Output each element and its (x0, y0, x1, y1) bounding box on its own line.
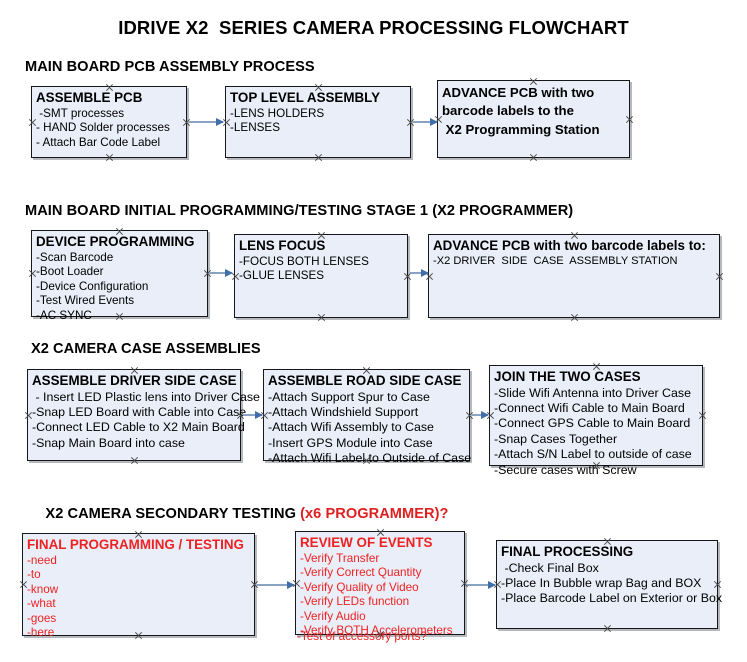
connector-handle-bottom[interactable] (317, 313, 326, 322)
arrow-lens-focus-to-advance-pcb-driver-side (410, 268, 429, 277)
node-title: JOIN THE TWO CASES (494, 369, 641, 384)
node-review-of-events[interactable]: REVIEW OF EVENTS -Verify Transfer -Verif… (295, 531, 465, 637)
node-title: ASSEMBLE DRIVER SIDE CASE (32, 373, 237, 388)
page-title: IDRIVE X2 SERIES CAMERA PROCESSING FLOWC… (118, 17, 629, 38)
node-line: -Verify Transfer (300, 551, 380, 565)
node-line: -GLUE LENSES (239, 269, 325, 283)
node-line: - Insert LED Plastic lens into Driver Ca… (32, 389, 260, 404)
node-line: -Verify BOTH Accelerometers (300, 624, 453, 638)
node-line: -SMT processes (36, 106, 125, 120)
node-final-processing[interactable]: FINAL PROCESSING -Check Final Box -Place… (496, 540, 723, 629)
node-line: -Verify Audio (300, 609, 366, 623)
node-title: barcode labels to the (442, 103, 574, 119)
connector-handle-bottom[interactable] (529, 153, 538, 162)
node-line: -here (27, 626, 55, 640)
arrow-assemble-pcb-to-top-level-assembly (189, 117, 224, 126)
connector-handle-bottom[interactable] (603, 624, 612, 633)
node-line: - Attach Bar Code Label (36, 135, 161, 149)
node-line: -Place Barcode Label on Exterior or Box (501, 591, 723, 606)
node-line: -goes (27, 611, 57, 625)
section-title-x2-camera-case-assemblies: X2 CAMERA CASE ASSEMBLIES (31, 341, 261, 357)
node-advance-pcb-programming-station[interactable]: ADVANCE PCB with two barcode labels to t… (437, 80, 630, 158)
section-title-text: X2 CAMERA SECONDARY TESTING (45, 506, 301, 522)
node-line: -Attach Wifi Assembly to Case (268, 420, 434, 435)
node-line: -Verify LEDs function (300, 595, 410, 609)
node-line: -to (27, 568, 41, 582)
node-line: -what (27, 597, 56, 611)
section-title-x2-camera-secondary-testing: X2 CAMERA SECONDARY TESTING (x6 PROGRAMM… (29, 490, 448, 538)
node-line: -Snap LED Board with Cable into Case (32, 404, 247, 419)
node-line: -know (27, 582, 59, 596)
node-title: LENS FOCUS (239, 238, 326, 253)
node-title: ADVANCE PCB with two (442, 85, 595, 100)
arrow-top-level-assembly-to-advance-pcb (413, 117, 438, 126)
node-line: -Check Final Box (501, 560, 599, 575)
node-line: -Test Wired Events (36, 294, 135, 308)
node-title: FINAL PROCESSING (501, 544, 634, 559)
node-top-level-assembly[interactable]: TOP LEVEL ASSEMBLY -LENS HOLDERS -LENSES (225, 86, 411, 158)
node-line: -Attach Windshield Support (268, 404, 419, 419)
node-title: ADVANCE PCB with two barcode labels to: (433, 238, 706, 253)
connector-handle-bottom[interactable] (130, 456, 139, 465)
node-line: -Scan Barcode (36, 250, 114, 264)
node-line: -LENS HOLDERS (230, 106, 325, 120)
section-title-main-board-initial-programming: MAIN BOARD INITIAL PROGRAMMING/TESTING S… (25, 203, 574, 219)
arrow-review-of-events-to-final-processing (467, 580, 496, 589)
connector-handle-bottom[interactable] (105, 153, 114, 162)
node-line: -AC SYNC (36, 308, 92, 322)
node-assemble-road-side-case[interactable]: ASSEMBLE ROAD SIDE CASE -Attach Support … (263, 369, 471, 465)
node-line: -Attach Wifi Label to Outside of Case (268, 451, 472, 466)
node-line: -Secure cases with Screw (494, 462, 637, 477)
node-line: - HAND Solder processes (36, 121, 170, 135)
section-title-main-board-pcb-assembly: MAIN BOARD PCB ASSEMBLY PROCESS (25, 59, 315, 75)
node-title: REVIEW OF EVENTS (300, 535, 433, 550)
node-line: -Place In Bubble wrap Bag and BOX (501, 575, 702, 590)
arrow-final-programming-to-review-of-events (257, 580, 295, 589)
node-title: ASSEMBLE PCB (36, 90, 143, 105)
node-line: -Attach S/N Label to outside of case (494, 447, 692, 462)
arrow-road-side-to-join-cases (472, 410, 489, 419)
node-join-the-two-cases[interactable]: JOIN THE TWO CASES -Slide Wifi Antenna i… (489, 365, 703, 477)
node-title: DEVICE PROGRAMMING (36, 234, 195, 249)
section-title-accent: (x6 PROGRAMMER)? (300, 506, 449, 522)
node-line: -Snap Cases Together (494, 431, 618, 446)
node-line: -Attach Support Spur to Case (268, 389, 430, 404)
connector-handle-bottom[interactable] (314, 153, 323, 162)
node-line: -LENSES (230, 121, 281, 135)
node-line: -need (27, 553, 57, 567)
node-device-programming[interactable]: DEVICE PROGRAMMING -Scan Barcode -Boot L… (31, 230, 208, 322)
node-line: -Slide Wifi Antenna into Driver Case (494, 385, 691, 400)
node-final-programming-testing[interactable]: FINAL PROGRAMMING / TESTING -need -to -k… (22, 533, 255, 639)
node-title: ASSEMBLE ROAD SIDE CASE (268, 373, 462, 388)
node-line: -Snap Main Board into case (32, 435, 185, 450)
node-line: -Verify Correct Quantity (300, 566, 422, 580)
node-line: -Connect GPS Cable to Main Board (494, 416, 691, 431)
node-line: -Insert GPS Module into Case (268, 435, 433, 450)
connector-handle-right[interactable] (715, 272, 724, 281)
node-lens-focus[interactable]: LENS FOCUS -FOCUS BOTH LENSES -GLUE LENS… (234, 234, 408, 318)
node-title: TOP LEVEL ASSEMBLY (230, 90, 381, 105)
node-line: -Boot Loader (36, 265, 104, 279)
node-line: -Device Configuration (36, 279, 149, 293)
node-title: X2 Programming Station (442, 121, 600, 137)
node-line: -Connect Wifi Cable to Main Board (494, 400, 685, 415)
arrow-driver-side-to-road-side (243, 410, 263, 419)
node-line-overflow: -Test of accessory ports? (297, 630, 427, 643)
node-line: -Verify Quality of Video (300, 580, 419, 594)
node-line: -FOCUS BOTH LENSES (239, 254, 369, 268)
node-title: FINAL PROGRAMMING / TESTING (27, 537, 244, 552)
node-advance-pcb-driver-side[interactable]: ADVANCE PCB with two barcode labels to: … (428, 234, 720, 318)
node-line: -X2 DRIVER SIDE CASE ASSEMBLY STATION (433, 254, 678, 267)
node-assemble-driver-side-case[interactable]: ASSEMBLE DRIVER SIDE CASE - Insert LED P… (27, 369, 260, 461)
node-assemble-pcb[interactable]: ASSEMBLE PCB -SMT processes - HAND Solde… (31, 86, 187, 158)
arrow-device-programming-to-lens-focus (210, 268, 233, 277)
connector-handle-bottom[interactable] (570, 313, 579, 322)
node-line: -Connect LED Cable to X2 Main Board (32, 420, 245, 435)
